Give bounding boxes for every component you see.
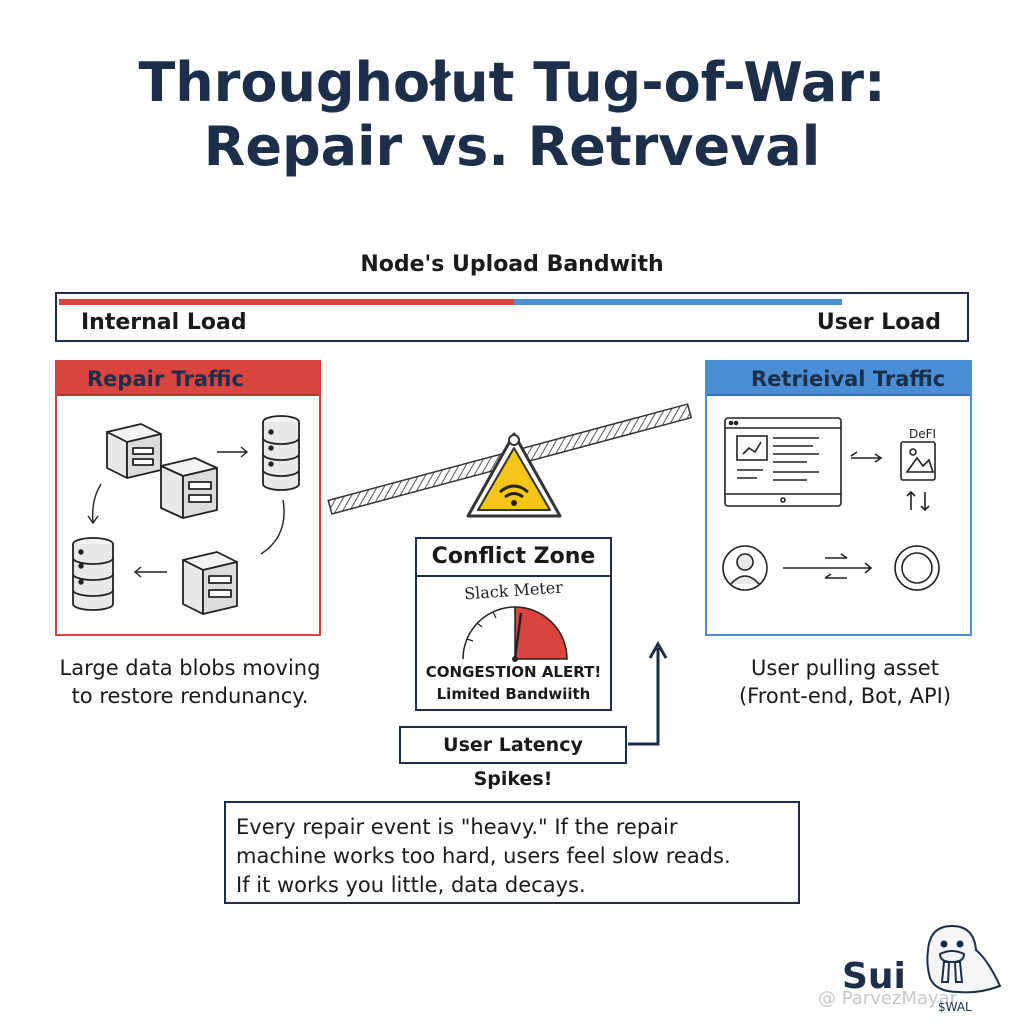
- wal-token-label: $WAL: [938, 1000, 972, 1014]
- storage-box-icon: [182, 551, 238, 615]
- arrow-icon: [824, 573, 847, 579]
- explanation-note: Every repair event is "heavy." If the re…: [224, 801, 800, 904]
- sui-logo: Sui: [842, 956, 906, 997]
- arrow-icon: [87, 483, 102, 525]
- monitor-icon: [724, 417, 842, 507]
- walrus-mascot-icon: [926, 924, 1002, 994]
- arrow-icon: [906, 490, 916, 510]
- repair-traffic-panel: Repair Traffic: [55, 360, 321, 636]
- retrieval-traffic-title: Retrieival Traffic: [707, 362, 970, 396]
- slack-meter-gauge: [462, 606, 568, 662]
- arrow-icon: [864, 562, 873, 574]
- internal-load-bar: [59, 299, 514, 305]
- arrow-icon: [260, 499, 285, 555]
- retrieval-traffic-panel: Retrieival Traffic: [705, 360, 972, 636]
- database-icon: [262, 415, 300, 491]
- storage-box-icon: [160, 457, 218, 519]
- asset-ring-icon: [894, 545, 940, 591]
- repair-traffic-diagram: [72, 415, 300, 615]
- user-load-label: User Load: [816, 310, 941, 335]
- user-icon: [722, 545, 768, 591]
- limited-bandwidth-label: Limited Bandwiith: [436, 685, 591, 703]
- defi-document-icon: [900, 441, 936, 481]
- storage-box-icon: [106, 423, 162, 479]
- arrow-icon: [850, 451, 883, 463]
- retrieval-traffic-diagram: DeFI: [722, 417, 940, 591]
- defi-label: DeFI: [909, 427, 936, 441]
- arrow-icon: [217, 446, 249, 458]
- bandwidth-meter: Internal Load User Load: [55, 292, 969, 342]
- arrow-icon: [825, 553, 848, 559]
- warning-icon: [466, 432, 562, 518]
- seesaw-diagram: [327, 403, 693, 518]
- latency-arrow-icon: [628, 640, 668, 746]
- database-icon: [72, 537, 114, 611]
- repair-traffic-title: Repair Traffic: [57, 362, 319, 396]
- conflict-zone-title: Conflict Zone: [417, 539, 610, 577]
- arrow-icon: [133, 566, 167, 578]
- bandwidth-title: Node's Upload Bandwith: [360, 252, 664, 277]
- user-latency-label: User Latency Spikes!: [399, 726, 627, 790]
- arrow-icon: [920, 492, 930, 512]
- page-title-line2: Repair vs. Retrveval: [203, 115, 821, 178]
- congestion-alert: CONGESTION ALERT!: [425, 663, 602, 681]
- retrieval-traffic-caption: User pulling asset (Front-end, Bot, API): [738, 656, 952, 708]
- internal-load-label: Internal Load: [81, 310, 247, 335]
- user-load-bar: [514, 299, 842, 305]
- page-title-line1: Throughołut Tug-of-War:: [138, 51, 886, 114]
- watermark: @ ParvezMayar: [818, 988, 958, 1009]
- repair-traffic-caption: Large data blobs moving to restore rendu…: [59, 656, 321, 708]
- conflict-zone-box: Conflict Zone Slack Meter CONGESTION ALE…: [415, 537, 612, 711]
